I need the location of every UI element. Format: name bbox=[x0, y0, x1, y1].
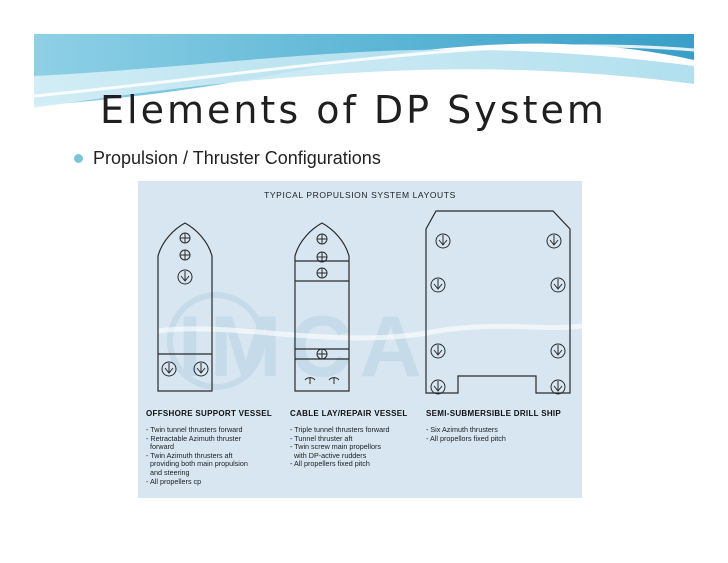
bullet-text: Propulsion / Thruster Configurations bbox=[93, 148, 381, 168]
tunnel-thruster-icon bbox=[179, 249, 191, 261]
tunnel-thruster-icon bbox=[316, 251, 328, 263]
note-line: - Retractable Azimuth thruster bbox=[146, 433, 242, 443]
note-line: - All propellers cp bbox=[146, 476, 202, 486]
tunnel-thruster-icon bbox=[316, 348, 328, 360]
propeller-icon bbox=[328, 377, 340, 384]
note-line: - All propellors fixed pitch bbox=[426, 433, 506, 443]
notes-cable-lay-vessel: - Triple tunnel thrusters forward- Tunne… bbox=[290, 425, 390, 469]
note-line: forward bbox=[146, 442, 174, 452]
azimuth-thruster-icon bbox=[550, 277, 566, 293]
azimuth-thruster-icon bbox=[430, 379, 446, 395]
figure-title: TYPICAL PROPULSION SYSTEM LAYOUTS bbox=[264, 190, 456, 200]
azimuth-thruster-icon bbox=[550, 379, 566, 395]
tunnel-thruster-icon bbox=[179, 232, 191, 244]
azimuth-thruster-icon bbox=[430, 343, 446, 359]
note-line: - Twin screw main propellors bbox=[290, 442, 381, 452]
figure-drawing: IMCA bbox=[157, 210, 582, 395]
note-line: - Twin Azimuth thrusters aft bbox=[146, 450, 233, 460]
propeller-icon bbox=[304, 377, 316, 384]
tunnel-thruster-icon bbox=[316, 267, 328, 279]
imca-watermark: IMCA bbox=[178, 299, 430, 395]
propulsion-layout-figure: IMCA bbox=[138, 181, 582, 498]
azimuth-thruster-icon bbox=[550, 343, 566, 359]
header-wave-banner bbox=[33, 34, 695, 108]
caption-cable-lay-vessel: CABLE LAY/REPAIR VESSEL bbox=[290, 409, 408, 418]
offshore-support-vessel-hull bbox=[157, 222, 213, 392]
bullet-item: Propulsion / Thruster Configurations bbox=[74, 148, 381, 169]
note-line: - Triple tunnel thrusters forward bbox=[290, 425, 390, 434]
azimuth-thruster-icon bbox=[546, 233, 562, 249]
notes-drill-ship: - Six Azimuth thrusters- All propellors … bbox=[426, 425, 506, 443]
note-line: - Tunnel thruster aft bbox=[290, 433, 353, 443]
slide-title: Elements of DP System bbox=[100, 88, 607, 132]
note-line: providing both main propulsion bbox=[146, 459, 248, 469]
note-line: and steering bbox=[146, 467, 190, 477]
azimuth-thruster-icon bbox=[177, 269, 193, 285]
note-line: - All propellers fixed pitch bbox=[290, 459, 370, 469]
note-line: - Six Azimuth thrusters bbox=[426, 425, 498, 434]
azimuth-thruster-icon bbox=[430, 277, 446, 293]
notes-offshore-support-vessel: - Twin tunnel thrusters forward- Retract… bbox=[146, 425, 248, 486]
azimuth-thruster-icon bbox=[435, 233, 451, 249]
caption-drill-ship: SEMI-SUBMERSIBLE DRILL SHIP bbox=[426, 409, 562, 418]
drill-ship-hull bbox=[425, 210, 571, 394]
tunnel-thruster-icon bbox=[316, 233, 328, 245]
note-line: with DP-active rudders bbox=[290, 450, 367, 460]
azimuth-thruster-icon bbox=[161, 361, 177, 377]
azimuth-thruster-icon bbox=[193, 361, 209, 377]
caption-offshore-support-vessel: OFFSHORE SUPPORT VESSEL bbox=[146, 409, 273, 418]
note-line: - Twin tunnel thrusters forward bbox=[146, 425, 243, 434]
watermark-globe-icon bbox=[167, 292, 265, 390]
bullet-icon bbox=[74, 154, 83, 163]
